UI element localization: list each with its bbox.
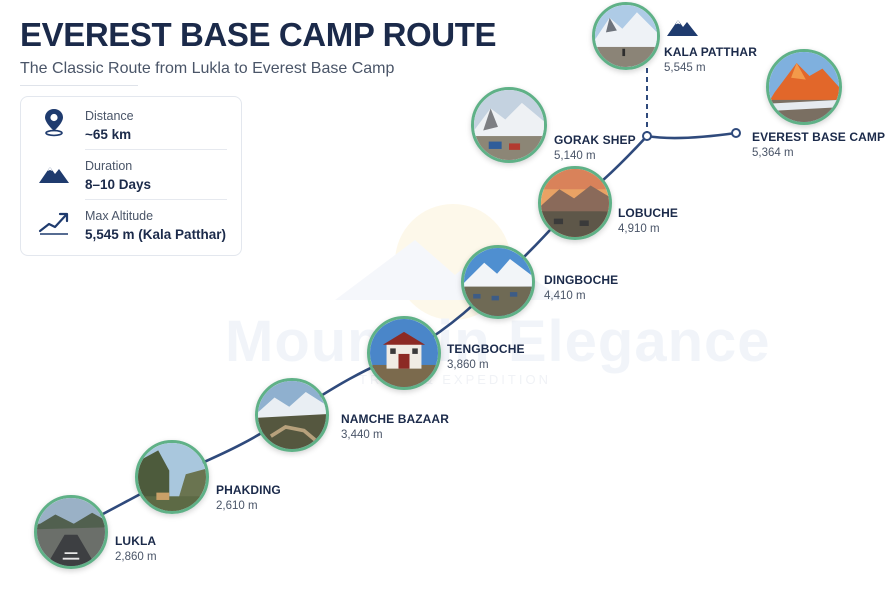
- stop-altitude-phakding: 2,610 m: [216, 500, 258, 512]
- stop-altitude-tengboche: 3,860 m: [447, 359, 489, 371]
- stop-photo-phakding: [135, 440, 209, 514]
- stop-name-gorak-shep: GORAK SHEP: [554, 133, 636, 147]
- stat-label: Max Altitude: [85, 209, 154, 223]
- stat-max-altitude: Max Altitude 5,545 m (Kala Patthar): [21, 197, 243, 247]
- base-camp-node: [731, 128, 741, 138]
- stop-altitude-gorak-shep: 5,140 m: [554, 150, 596, 162]
- stat-divider: [85, 199, 227, 200]
- stop-altitude-namche-bazaar: 3,440 m: [341, 429, 383, 441]
- stop-photo-tengboche: [367, 316, 441, 390]
- route-stats-card: Distance ~65 km Duration 8–10 Days Max A…: [20, 96, 242, 256]
- stop-name-lobuche: LOBUCHE: [618, 206, 679, 220]
- stop-name-phakding: PHAKDING: [216, 483, 281, 497]
- stat-value: ~65 km: [85, 127, 132, 142]
- stat-value: 8–10 Days: [85, 177, 152, 192]
- stop-name-lukla: LUKLA: [115, 534, 157, 548]
- stop-name-namche-bazaar: NAMCHE BAZAAR: [341, 412, 449, 426]
- stop-photo-everest-base-camp: [766, 49, 842, 125]
- page-title: EVEREST BASE CAMP ROUTE: [20, 16, 497, 53]
- route-line-base-camp: [645, 131, 738, 140]
- stop-name-dingboche: DINGBOCHE: [544, 273, 619, 287]
- subtitle-divider: [20, 85, 138, 86]
- stop-altitude-kala-patthar: 5,545 m: [664, 62, 706, 74]
- stop-photo-dingboche: [461, 245, 535, 319]
- stop-photo-gorak-shep: [471, 87, 547, 163]
- stop-name-kala-patthar: KALA PATTHAR: [664, 45, 757, 59]
- stop-photo-lukla: [34, 495, 108, 569]
- page-subtitle: The Classic Route from Lukla to Everest …: [20, 60, 395, 77]
- stop-altitude-lukla: 2,860 m: [115, 551, 157, 563]
- junction-node: [642, 131, 652, 141]
- stop-altitude-everest-base-camp: 5,364 m: [752, 147, 794, 159]
- stat-distance: Distance ~65 km: [21, 97, 243, 147]
- stat-divider: [85, 149, 227, 150]
- stop-photo-namche-bazaar: [255, 378, 329, 452]
- stat-label: Duration: [85, 159, 133, 173]
- stat-label: Distance: [85, 109, 134, 123]
- mountain-icon: [39, 167, 69, 183]
- trend-up-icon: [38, 212, 69, 235]
- stop-photo-lobuche: [538, 166, 612, 240]
- stat-value: 5,545 m (Kala Patthar): [85, 227, 227, 242]
- stop-photo-kala-patthar: [592, 2, 660, 70]
- stop-altitude-lobuche: 4,910 m: [618, 223, 660, 235]
- location-pin-icon: [45, 109, 63, 137]
- summit-mountain-icon: [667, 20, 698, 36]
- stop-name-everest-base-camp: EVEREST BASE CAMP: [752, 130, 886, 144]
- stop-name-tengboche: TENGBOCHE: [447, 342, 525, 356]
- stop-altitude-dingboche: 4,410 m: [544, 290, 586, 302]
- stat-duration: Duration 8–10 Days: [21, 147, 243, 197]
